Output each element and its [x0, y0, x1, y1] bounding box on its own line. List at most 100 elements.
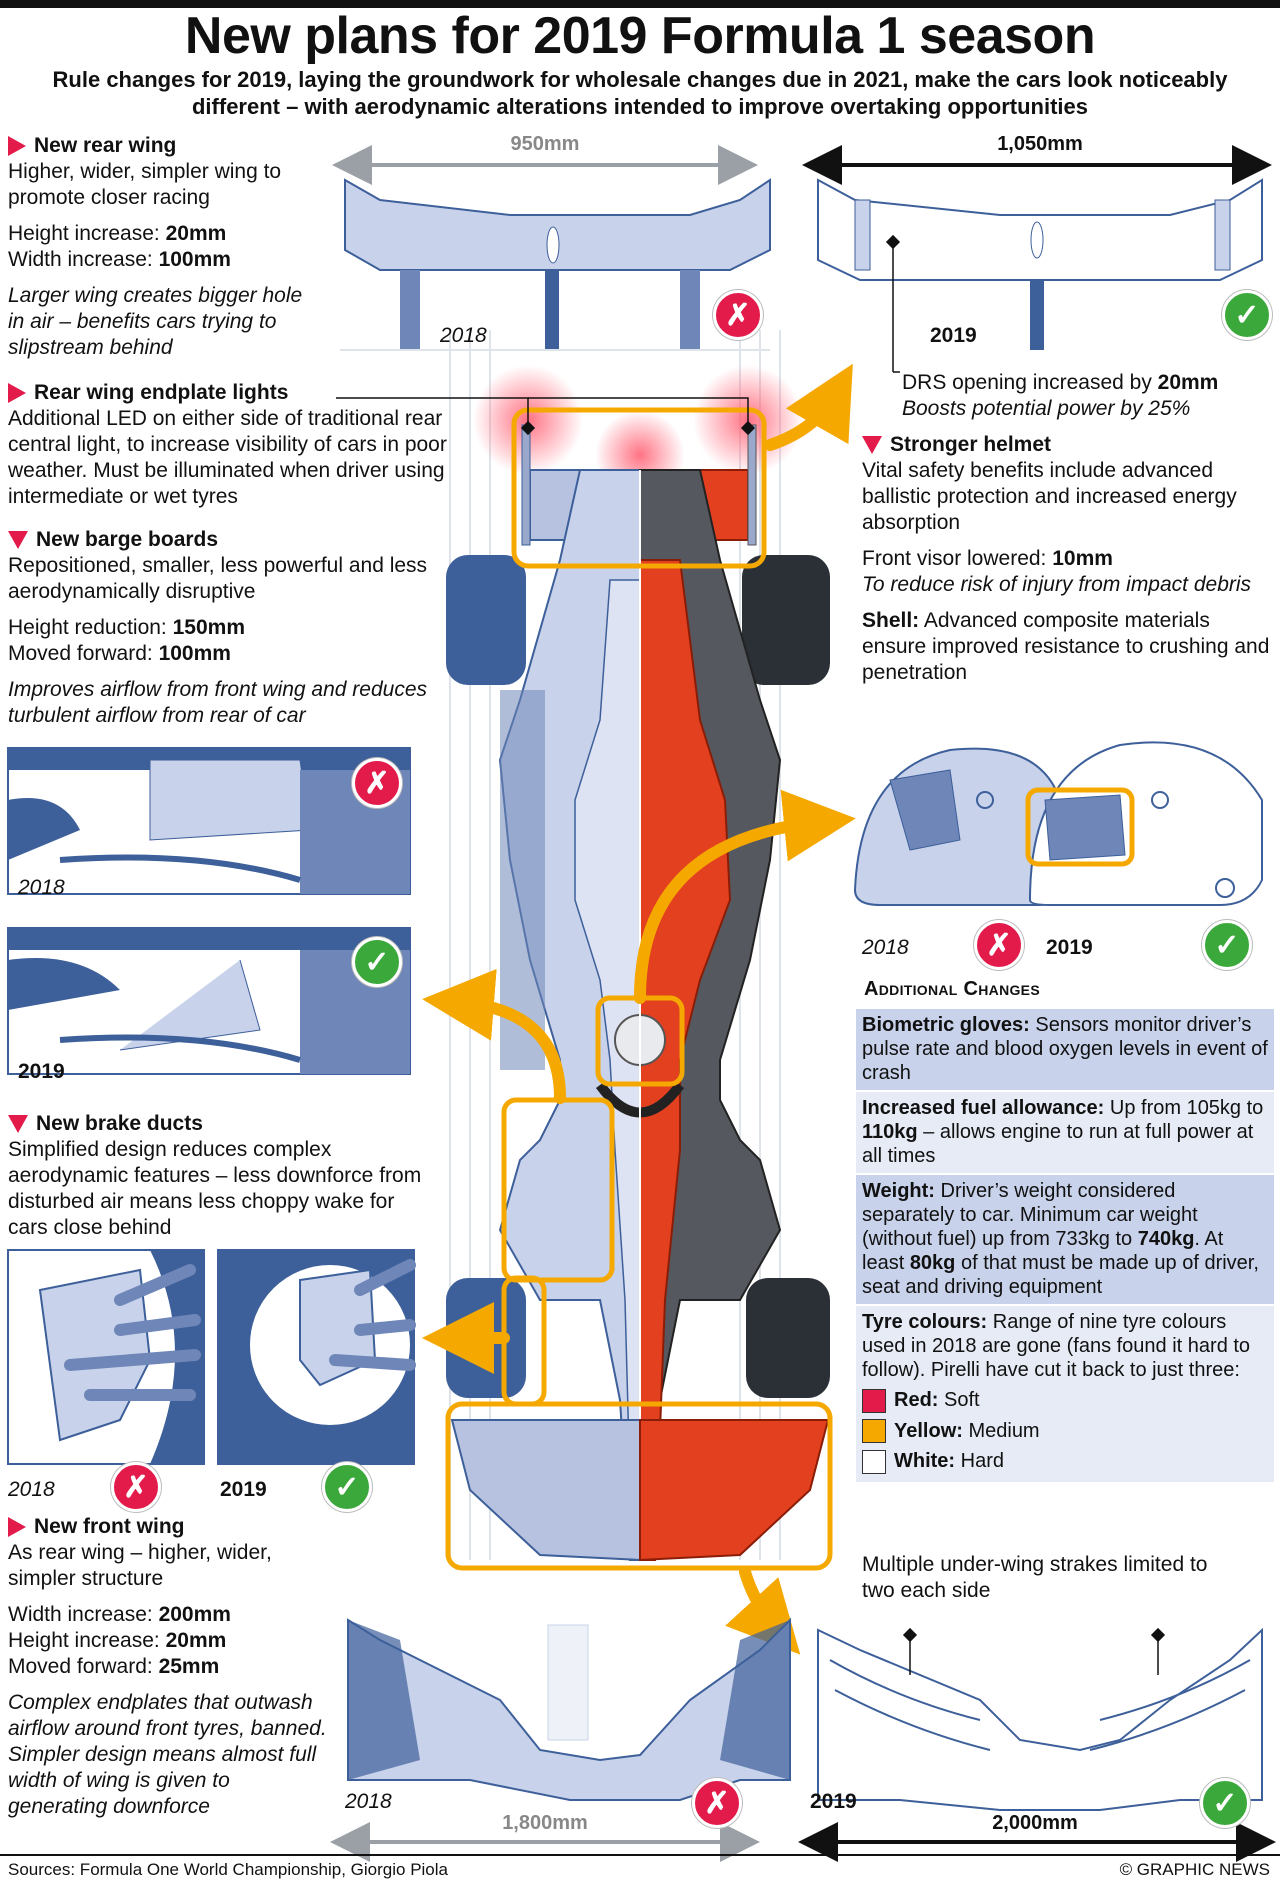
rear-wing-section: New rear wing Higher, wider, simpler win…: [8, 133, 308, 371]
additional-changes-panel: Additional Changes Biometric gloves: Sen…: [856, 978, 1274, 1483]
front-wing-strakes-note: Multiple under-wing strakes limited to t…: [862, 1553, 1208, 1602]
rear-wing-year-2019: 2019: [930, 324, 977, 347]
helmet-shell-text: Advanced composite materials ensure impr…: [862, 609, 1270, 684]
helmet-year-2018: 2018: [862, 936, 909, 959]
front-wing-2019-illustration: [817, 1627, 1263, 1811]
brake-desc: Simplified design reduces complex aerody…: [8, 1138, 422, 1239]
tyre-swatch-yellow: [862, 1419, 886, 1444]
drs-value: 20mm: [1157, 371, 1219, 394]
helmet-visor-value: 10mm: [1052, 547, 1113, 570]
front-wing-width-label: Width increase:: [8, 1603, 159, 1626]
rear-wing-2019-illustration: [817, 178, 1263, 373]
drs-text: DRS opening increased by: [902, 371, 1158, 394]
barge-fwd-label: Moved forward:: [8, 642, 159, 665]
drs-italic: Boosts potential power by 25%: [902, 397, 1191, 420]
weight-value2: 80kg: [909, 1252, 956, 1274]
rear-wing-height-label: Height increase:: [8, 222, 166, 245]
endplate-heading: Rear wing endplate lights: [34, 381, 289, 404]
brake-year-2018: 2018: [8, 1478, 55, 1501]
helmet-2018-illustration: [853, 747, 1072, 906]
top-bar: [0, 0, 1280, 8]
drs-note: DRS opening increased by 20mm Boosts pot…: [902, 370, 1272, 422]
barge-height-value: 150mm: [172, 616, 245, 639]
front-wing-heading: New front wing: [34, 1515, 185, 1538]
rear-wing-2018-bad-badge: ✗: [713, 290, 763, 340]
pointer-triangle-icon: [8, 383, 26, 403]
front-wing-2019-half: [639, 1419, 830, 1562]
rear-wing-2019-good-badge: ✓: [1222, 290, 1272, 340]
rear-wing-note: Larger wing creates bigger hole in air –…: [8, 284, 303, 359]
helmet-2018-bad-badge: ✗: [974, 920, 1024, 970]
footer-rule: [0, 1854, 1280, 1856]
front-wing-width-value: 200mm: [158, 1603, 231, 1626]
helmet-desc: Vital safety benefits include advanced b…: [862, 459, 1237, 534]
brake-2019-good-badge: ✓: [322, 1462, 372, 1512]
tyre-red: Red: Soft: [862, 1388, 1268, 1413]
barge-2018-bad-badge: ✗: [352, 758, 402, 808]
brake-section: New brake ducts Simplified design reduce…: [8, 1111, 428, 1251]
barge-heading: New barge boards: [36, 528, 219, 551]
rear-wing-height-value: 20mm: [165, 222, 227, 245]
rear-wing-2018-illustration: [340, 178, 771, 351]
helmet-visor-note: To reduce risk of injury from impact deb…: [862, 573, 1252, 596]
page-subtitle: Rule changes for 2019, laying the ground…: [52, 67, 1228, 119]
rear-tyre-left: [446, 555, 526, 685]
highlight-rear-wing: [511, 407, 767, 569]
weight-value: 740kg: [1137, 1228, 1195, 1250]
barge-desc: Repositioned, smaller, less powerful and…: [8, 554, 428, 603]
front-wing-2018-width: 1,800mm: [502, 1812, 588, 1834]
additional-changes-heading: Additional Changes: [864, 978, 1040, 1000]
rear-wing-2018-width: 950mm: [510, 133, 580, 155]
gloves-text: Sensors monitor driver’s pulse rate and …: [862, 1014, 1268, 1084]
helmet-shell-label: Shell:: [862, 609, 920, 632]
tyre-red-type: Soft: [938, 1389, 980, 1411]
barge-board-2019-illustration: [7, 927, 411, 1075]
tyre-red-name: Red:: [894, 1389, 939, 1411]
weight-label: Weight:: [862, 1180, 935, 1202]
brake-heading: New brake ducts: [36, 1112, 203, 1135]
front-wing-2018-illustration: [347, 1617, 791, 1801]
barge-note: Improves airflow from front wing and red…: [8, 678, 428, 727]
front-wing-note: Complex endplates that outwash airflow a…: [8, 1691, 327, 1818]
page-title: New plans for 2019 Formula 1 season: [184, 7, 1096, 65]
tyre-yellow-name: Yellow:: [894, 1419, 963, 1442]
front-wing-desc: As rear wing – higher, wider, simpler st…: [8, 1541, 272, 1590]
barge-fwd-value: 100mm: [158, 642, 231, 665]
front-tyre-right: [746, 1278, 830, 1398]
front-wing-2018-half: [450, 1419, 641, 1562]
barge-year-2019: 2019: [18, 1060, 65, 1083]
rear-wing-width-label: Width increase:: [8, 248, 159, 271]
front-wing-fwd-value: 25mm: [158, 1655, 220, 1678]
gloves-row: Biometric gloves: Sensors monitor driver…: [856, 1007, 1274, 1090]
footer-sources: Sources: Formula One World Championship,…: [8, 1860, 448, 1879]
rear-wing-2019-width: 1,050mm: [997, 133, 1083, 155]
tyre-yellow-type: Medium: [962, 1419, 1040, 1442]
rear-wing-width-value: 100mm: [158, 248, 231, 271]
front-wing-section: New front wing As rear wing – higher, wi…: [8, 1514, 328, 1830]
helmet-section: Stronger helmet Vital safety benefits in…: [862, 432, 1272, 696]
tyre-text: Range of nine tyre colours used in 2018 …: [862, 1311, 1251, 1381]
front-wing-2018-bad-badge: ✗: [692, 1778, 742, 1828]
front-wing-year-2018: 2018: [345, 1790, 392, 1813]
brake-duct-2018-illustration: [7, 1249, 205, 1465]
rear-wing-desc: Higher, wider, simpler wing to promote c…: [8, 160, 282, 209]
fuel-label: Increased fuel allowance:: [862, 1097, 1105, 1119]
barge-year-2018: 2018: [18, 876, 65, 899]
front-wing-2019-width: 2,000mm: [992, 1812, 1078, 1834]
fuel-text1: Up from 105kg to: [1104, 1097, 1264, 1119]
tyre-yellow: Yellow: Medium: [862, 1419, 1268, 1444]
brake-2018-bad-badge: ✗: [111, 1462, 161, 1512]
weight-text3: of that must be made up of driver, seat …: [862, 1252, 1259, 1298]
pointer-triangle-icon: [8, 1517, 26, 1537]
gloves-label: Biometric gloves:: [862, 1014, 1030, 1036]
weight-row: Weight: Driver’s weight considered separ…: [856, 1173, 1274, 1304]
barge-section: New barge boards Repositioned, smaller, …: [8, 527, 448, 739]
weight-text2: . At least: [862, 1228, 1224, 1274]
tyre-label: Tyre colours:: [862, 1311, 988, 1333]
brake-duct-2019-illustration: [217, 1249, 416, 1465]
pointer-triangle-icon: [862, 436, 882, 454]
fuel-row: Increased fuel allowance: Up from 105kg …: [856, 1090, 1274, 1173]
pointer-triangle-icon: [8, 136, 26, 156]
rear-wing-year-2018: 2018: [440, 324, 487, 347]
